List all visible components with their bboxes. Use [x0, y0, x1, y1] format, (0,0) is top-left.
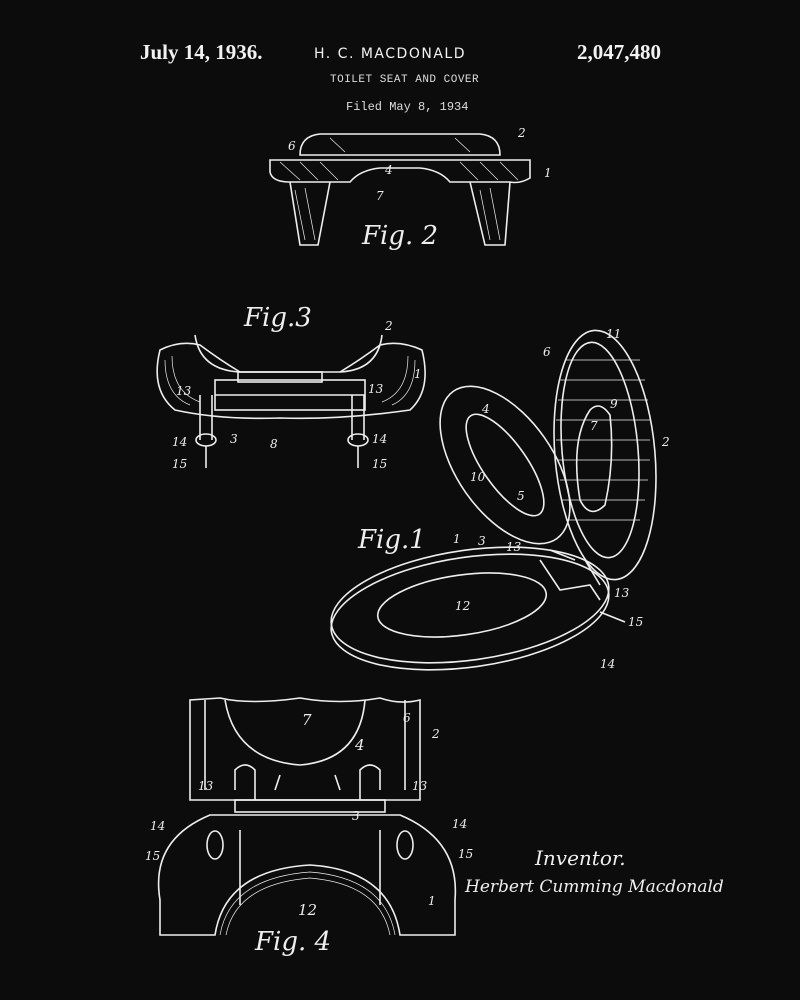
ref-label: 13 — [506, 540, 522, 554]
ref-label: 13 — [368, 382, 384, 396]
ref-label: 15 — [172, 457, 187, 471]
ref-label: 1 — [453, 532, 461, 546]
ref-label: 13 — [198, 779, 214, 793]
ref-label: 9 — [610, 397, 618, 411]
patent-date: July 14, 1936. — [140, 40, 263, 64]
figure-caption: Fig. 2 — [361, 221, 438, 251]
figure-3: Fig.3 2 1 13 13 14 3 8 14 15 15 — [156, 303, 426, 471]
ref-label: 2 — [431, 727, 440, 741]
ref-label: 12 — [455, 599, 470, 613]
ref-label: 3 — [478, 534, 486, 548]
ref-label: 8 — [270, 437, 278, 451]
ref-label: 15 — [145, 849, 160, 863]
ref-label: 4 — [384, 163, 393, 177]
ref-label: 12 — [298, 901, 317, 919]
ref-label: 14 — [452, 817, 467, 831]
ref-label: 15 — [372, 457, 387, 471]
ref-label: 7 — [376, 189, 384, 203]
ref-label: 2 — [384, 319, 393, 333]
ref-label: 7 — [590, 419, 598, 433]
ref-label: 10 — [470, 470, 486, 484]
patent-number: 2,047,480 — [577, 40, 661, 64]
figure-caption: Fig.1 — [357, 525, 426, 555]
figure-caption: Fig.3 — [243, 303, 312, 333]
inventor-label: Inventor. — [534, 846, 626, 870]
ref-label: 2 — [661, 435, 670, 449]
ref-label: 4 — [354, 736, 365, 754]
ref-label: 1 — [414, 367, 422, 381]
ref-label: 5 — [517, 489, 525, 503]
patent-title: TOILET SEAT AND COVER — [330, 74, 480, 86]
ref-label: 14 — [372, 432, 387, 446]
ref-label: 6 — [288, 139, 296, 153]
ref-label: 15 — [628, 615, 643, 629]
figure-2: 6 2 4 1 7 Fig. 2 — [269, 126, 552, 251]
ref-label: 11 — [606, 327, 621, 341]
ref-label: 4 — [481, 402, 490, 416]
ref-label: 15 — [458, 847, 473, 861]
ref-label: 1 — [428, 894, 436, 908]
ref-label: 14 — [600, 657, 615, 671]
ref-label: 6 — [403, 711, 411, 725]
ref-label: 7 — [302, 711, 312, 729]
ref-label: 13 — [412, 779, 428, 793]
ref-label: 3 — [230, 432, 238, 446]
ref-label: 14 — [150, 819, 165, 833]
ref-label: 14 — [172, 435, 187, 449]
figure-caption: Fig. 4 — [254, 927, 331, 957]
ref-label: 13 — [176, 384, 192, 398]
ref-label: 2 — [517, 126, 526, 140]
ref-label: 6 — [543, 345, 551, 359]
figure-1: Fig.1 1 3 13 11 6 4 9 7 10 5 12 13 15 14… — [330, 327, 670, 671]
inventor-name: H. C. MACDONALD — [314, 46, 466, 62]
ref-label: 1 — [544, 166, 552, 180]
ref-label: 3 — [352, 809, 360, 823]
filed-date: Filed May 8, 1934 — [346, 100, 469, 114]
figure-4: 7 6 2 4 13 13 3 14 14 15 15 12 1 Fig. 4 — [145, 697, 473, 957]
inventor-signature: Herbert Cumming Macdonald — [464, 877, 724, 897]
ref-label: 13 — [614, 586, 630, 600]
